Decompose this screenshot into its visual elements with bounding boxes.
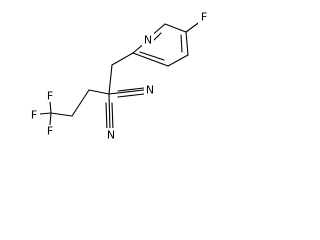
bond-ring-c4-c3 bbox=[167, 54, 189, 67]
atom-label-f-ring: F bbox=[201, 11, 207, 24]
bond-ch2b-cf3 bbox=[50, 112, 73, 117]
atom-label-f-cf3-bottom: F bbox=[47, 125, 53, 138]
bond-ch2-cq bbox=[108, 64, 113, 95]
bond-ring-c3-c2 bbox=[132, 52, 169, 67]
bond-cq-ch2a bbox=[88, 89, 110, 95]
nitrile-upper bbox=[108, 87, 145, 98]
bond-ring-c5-c4 bbox=[185, 31, 189, 56]
atom-label-n-ring: N bbox=[144, 34, 152, 47]
bond-cf3-f-bottom bbox=[49, 112, 52, 126]
atom-label-f-cf3-left: F bbox=[31, 109, 37, 122]
bond-c2-ch2 bbox=[111, 52, 134, 66]
structure-diagram: N F N N F F F bbox=[28, 11, 210, 142]
atom-label-n-nitrile-upper: N bbox=[146, 84, 154, 97]
pyridine-ring bbox=[132, 23, 189, 67]
bond-ring-c3-c2-inner bbox=[139, 51, 165, 61]
bond-ring-c5-c4-inner bbox=[180, 34, 183, 53]
atom-label-n-nitrile-lower: N bbox=[107, 129, 115, 142]
bond-cf3-f-top bbox=[49, 100, 52, 114]
bond-ring-c6-c5 bbox=[164, 23, 187, 33]
nitrile-lower bbox=[105, 93, 114, 131]
bond-cf3-f-left bbox=[39, 112, 52, 115]
atom-labels: N F N N F F F bbox=[28, 11, 210, 142]
bond-ch2a-ch2b bbox=[71, 89, 90, 117]
atom-label-f-cf3-top: F bbox=[47, 90, 53, 103]
